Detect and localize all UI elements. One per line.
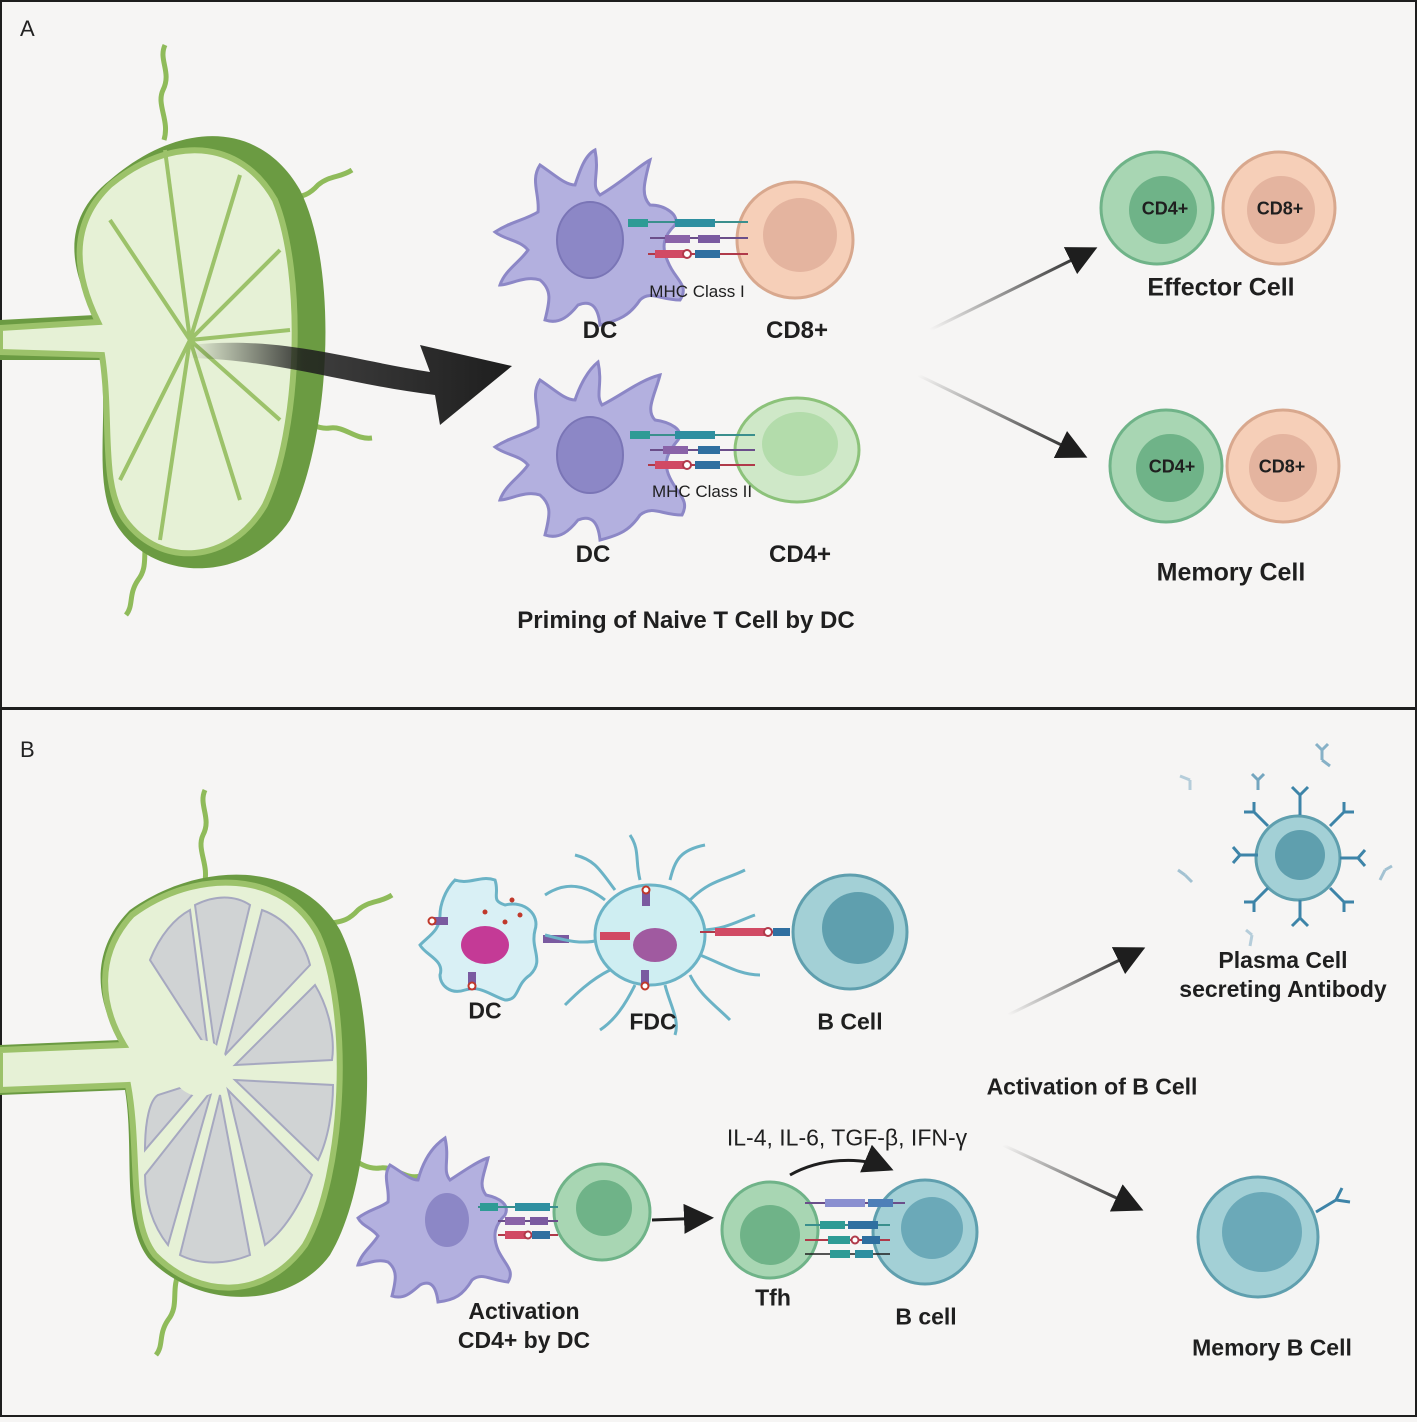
label-dc-bottom: DC — [575, 541, 611, 568]
label-activation-cd4-line1: Activation — [468, 1298, 580, 1324]
dc-cell-top — [492, 147, 685, 327]
label-mhc-class-1: MHC Class I — [649, 282, 745, 301]
dc-cell-bottom — [492, 359, 687, 542]
label-effector-cell: Effector Cell — [1147, 273, 1295, 302]
caption-panel-a: Priming of Naive T Cell by DC — [517, 607, 855, 634]
dc-cell-activation — [355, 1135, 512, 1304]
big-arrow-a — [190, 342, 512, 425]
label-b-cell-bottom: B cell — [895, 1303, 957, 1330]
label-activation-b-cell: Activation of B Cell — [986, 1073, 1198, 1100]
effector-cd8-cell — [1221, 150, 1337, 266]
synapse-receptors-tfh — [805, 1199, 905, 1258]
memory-cd4-cell — [1108, 408, 1224, 524]
cd8-naive-cell — [735, 180, 855, 300]
synapse-receptors-activation — [478, 1203, 558, 1240]
label-memory-b-cell: Memory B Cell — [1192, 1334, 1352, 1361]
label-cd4-naive: CD4+ — [768, 541, 832, 568]
plasma-cell — [1177, 742, 1393, 947]
label-plasma-line2: secreting Antibody — [1179, 976, 1387, 1002]
b-cell-bottom — [871, 1178, 979, 1286]
dc-cell-b — [418, 877, 569, 1002]
node-b-vessel-top — [198, 788, 209, 886]
effector-cd4-cell — [1099, 150, 1215, 266]
plasma-antibodies — [1177, 742, 1393, 947]
label-effector-cd8: CD8+ — [1256, 198, 1304, 219]
label-memory-cell: Memory Cell — [1156, 558, 1306, 587]
label-dc-top: DC — [582, 317, 618, 344]
dc-cd8-synapse — [492, 147, 855, 327]
label-effector-cd4: CD4+ — [1141, 198, 1189, 219]
arrow-to-plasma — [1007, 947, 1146, 1017]
label-dc-b: DC — [468, 997, 502, 1024]
cd4-cell-activation — [552, 1162, 652, 1262]
node-a-vessel-top — [158, 43, 169, 141]
tfh-bcell-synapse — [720, 1178, 979, 1286]
memory-cd8-cell — [1225, 408, 1341, 524]
fdc-complexes — [600, 885, 790, 991]
panel-b-letter: B — [20, 737, 35, 762]
cytokine-arrow — [789, 1144, 894, 1177]
label-cd8-naive: CD8+ — [765, 317, 829, 344]
lymph-node-a — [0, 43, 373, 617]
fdc-cell — [544, 834, 761, 1036]
lymph-node-b — [0, 788, 421, 1357]
cd4-naive-cell — [733, 396, 861, 504]
label-mhc-class-2: MHC Class II — [651, 482, 753, 501]
b-cell-top — [791, 873, 909, 991]
synapse-receptors-top — [628, 219, 748, 259]
dc-cd4-activation — [355, 1135, 652, 1304]
memory-b-cell — [1196, 1175, 1351, 1299]
label-activation-cd4: Activation CD4+ by DC — [458, 1297, 590, 1355]
dc-cd4-synapse — [492, 359, 861, 542]
arrow-to-tfh — [651, 1203, 714, 1234]
label-activation-cd4-line2: CD4+ by DC — [457, 1327, 591, 1353]
synapse-receptors-bottom — [630, 431, 755, 470]
label-memory-cd8: CD8+ — [1258, 456, 1306, 477]
node-a-body — [0, 147, 298, 557]
label-b-cell-top: B Cell — [817, 1008, 883, 1035]
arrow-to-memory — [917, 373, 1088, 458]
label-tfh: Tfh — [755, 1284, 791, 1311]
memory-b-antibody — [1315, 1187, 1351, 1214]
label-memory-cd4: CD4+ — [1148, 456, 1196, 477]
label-fdc: FDC — [629, 1008, 677, 1035]
node-b-vessel-bottom — [153, 1268, 183, 1357]
panel-a-letter: A — [20, 16, 35, 41]
label-plasma-line1: Plasma Cell — [1218, 947, 1348, 973]
dc-fdc-bcell-row — [418, 834, 909, 1036]
label-plasma-cell: Plasma Cell secreting Antibody — [1179, 946, 1386, 1004]
arrow-to-effector — [929, 247, 1098, 332]
label-cytokines: IL-4, IL-6, TGF-β, IFN-γ — [726, 1124, 968, 1151]
arrow-to-memory-b — [1002, 1143, 1144, 1212]
tfh-cell — [720, 1180, 820, 1280]
